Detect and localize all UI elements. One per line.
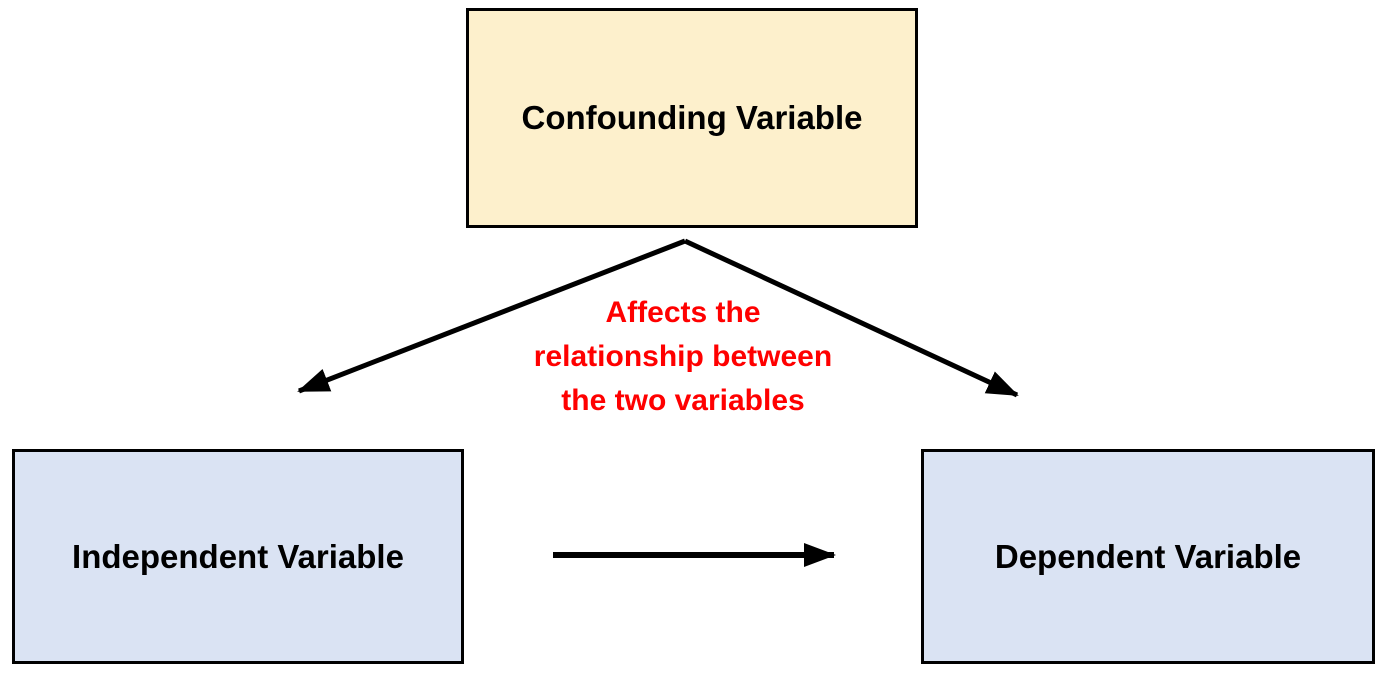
annotation-line-3: the two variables — [561, 384, 805, 417]
arrow-confounding-to-dependent — [683, 238, 1019, 398]
arrow-confounding-to-independent — [297, 238, 686, 394]
node-confounding-label: Confounding Variable — [521, 99, 863, 136]
node-independent-variable: Independent Variable — [12, 449, 464, 664]
node-confounding-variable: Confounding Variable — [466, 8, 918, 228]
annotation-line-1: Affects the — [605, 296, 761, 329]
node-dependent-label: Dependent Variable — [994, 537, 1302, 575]
node-dependent-variable: Dependent Variable — [921, 449, 1375, 664]
node-independent-label: Independent Variable — [72, 537, 404, 575]
annotation-line-2: relationship between — [533, 340, 833, 373]
annotation-affects-relationship: Affects the relationship between the two… — [458, 291, 908, 423]
